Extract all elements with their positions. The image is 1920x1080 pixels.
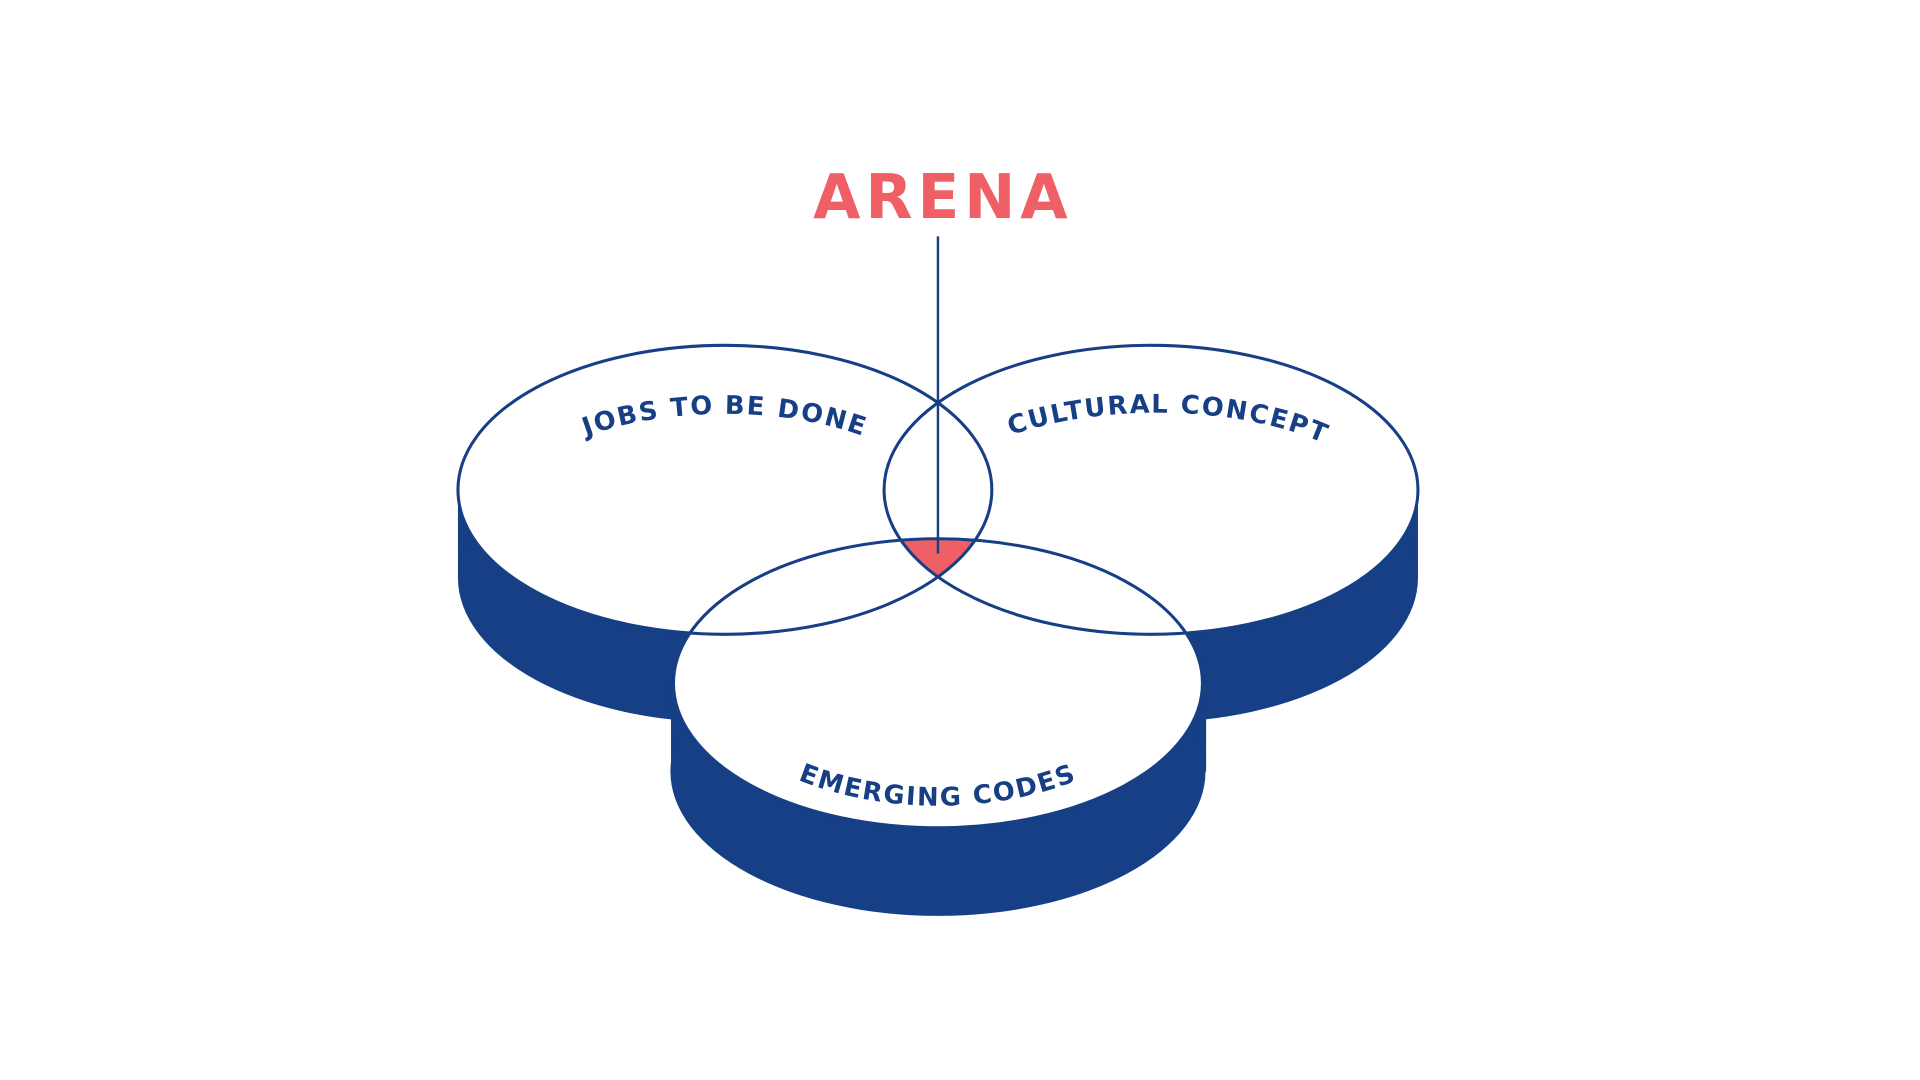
arena-title: ARENA xyxy=(813,162,1072,233)
circle-jobs-to-be-done xyxy=(456,343,994,636)
circle-cultural-concept xyxy=(882,343,1420,636)
